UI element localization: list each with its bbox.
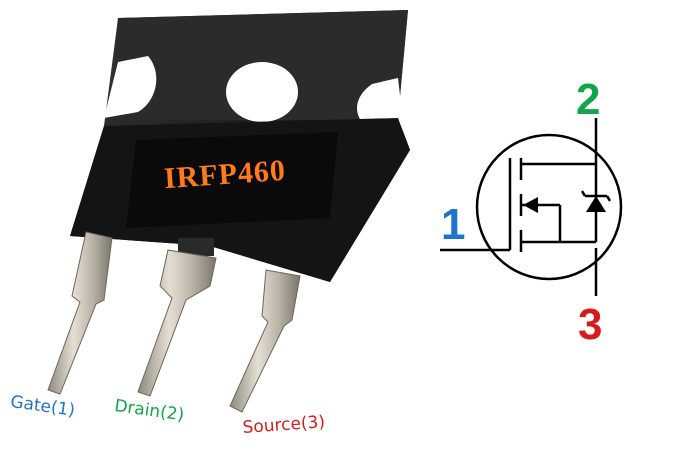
mounting-hole <box>226 62 298 122</box>
source-pin-number: 3 <box>578 300 603 349</box>
source-lead <box>229 269 301 413</box>
gate-pin-number: 1 <box>441 200 466 249</box>
symbol-circle <box>475 133 623 281</box>
channel-arrow <box>523 197 538 213</box>
package-body <box>70 10 410 282</box>
drain-pin-number: 2 <box>576 75 601 124</box>
drain-lead <box>137 249 217 397</box>
gate-lead <box>47 231 113 395</box>
left-notch <box>104 56 157 118</box>
body-diode <box>580 190 612 212</box>
label-plate <box>126 132 338 228</box>
